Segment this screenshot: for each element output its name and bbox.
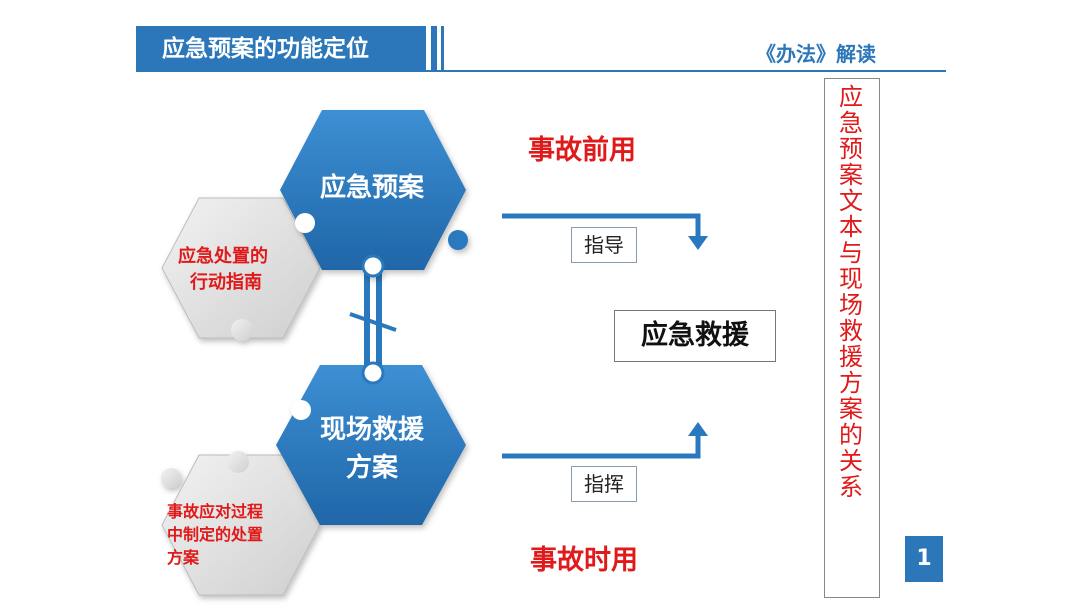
blue-hexagon-top: [280, 110, 468, 278]
hex-bottom-label-line2: 方案: [345, 453, 398, 483]
title-accent-bar-thin: [441, 26, 444, 72]
page-title: 应急预案的功能定位: [162, 36, 369, 62]
side-relation-box: [824, 78, 880, 598]
grey-bottom-label-line2: 中制定的处置: [167, 525, 264, 544]
page-number: 1: [905, 536, 943, 582]
grey-bottom-label-line3: 方案: [167, 548, 200, 567]
arrow-command-label: 指挥: [571, 466, 637, 502]
grey-hexagon-bottom: [161, 451, 321, 596]
label-during-accident: 事故时用: [530, 545, 638, 576]
label-before-accident: 事故前用: [528, 135, 636, 166]
blue-hexagon-bottom: [276, 361, 466, 525]
grey-hexagon-top: [161, 197, 321, 341]
title-accent-bar: [431, 26, 437, 72]
emergency-rescue-box: 应急救援: [614, 310, 776, 362]
header-subtitle: 《办法》解读: [756, 42, 876, 66]
title-bar: [136, 26, 426, 72]
arrow-guide: [502, 213, 708, 250]
grey-top-label-line1: 应急处置的: [178, 246, 268, 267]
grey-bottom-label-line1: 事故应对过程: [167, 502, 264, 521]
header-divider: [136, 70, 946, 72]
arrow-guide-label: 指导: [571, 227, 637, 263]
grey-top-label-line2: 行动指南: [190, 272, 262, 293]
hex-top-label: 应急预案: [319, 173, 424, 203]
arrow-command: [502, 422, 708, 459]
hex-bottom-label-line1: 现场救援: [319, 415, 424, 445]
hexagon-connector: [349, 265, 397, 375]
side-relation-label: 应急预案文本与现场救援方案的关系: [839, 83, 863, 501]
